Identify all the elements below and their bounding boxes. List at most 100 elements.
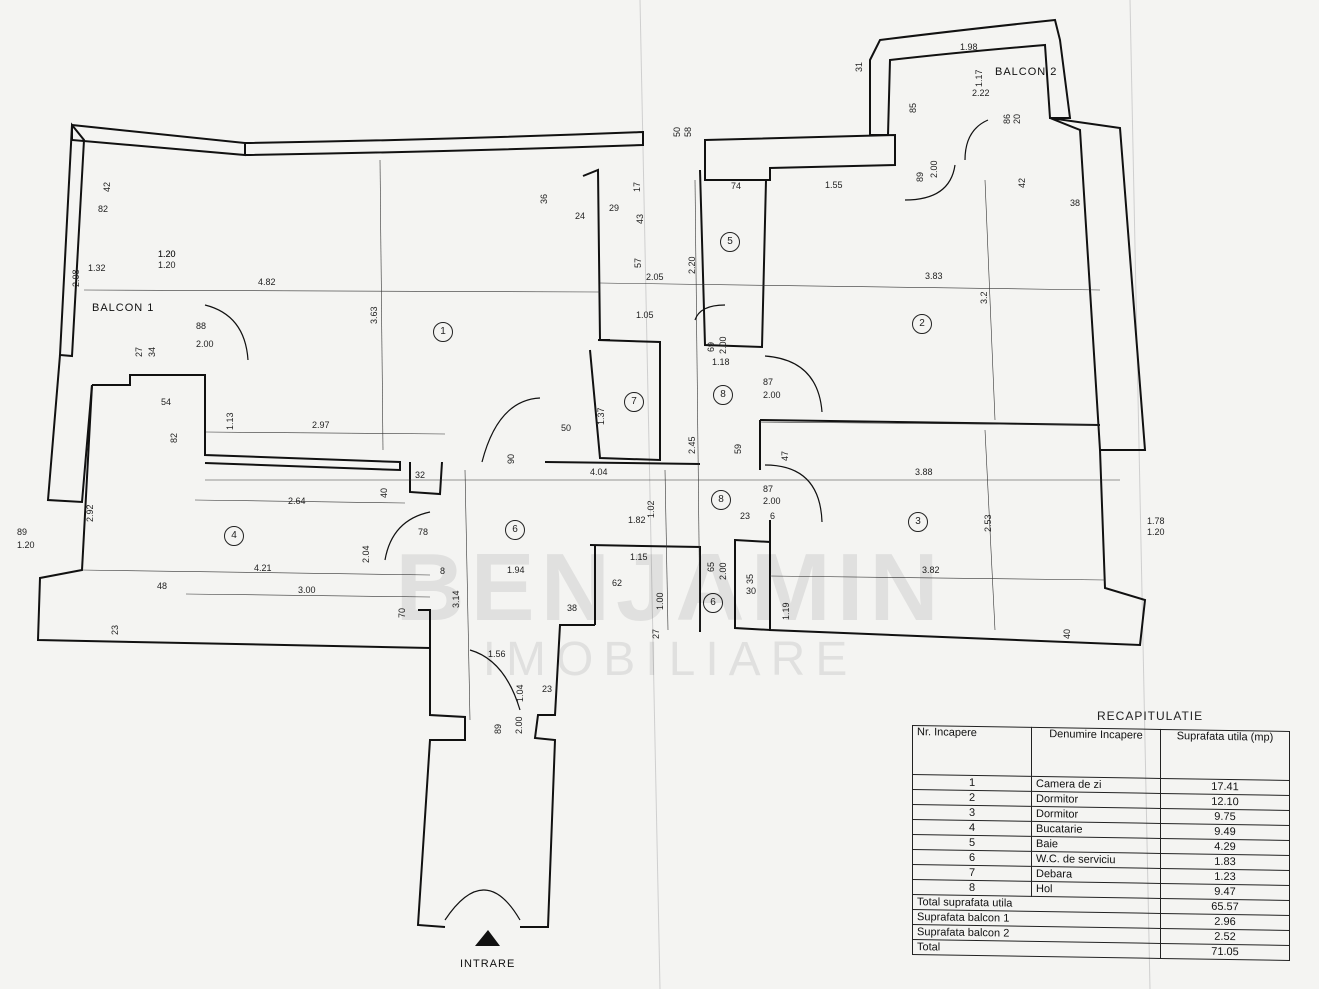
dimension-label: 1.19 bbox=[781, 602, 791, 620]
dimension-label: 3.82 bbox=[922, 565, 940, 575]
dimension-label: 1.20 bbox=[17, 540, 35, 550]
dimension-label: 89 bbox=[915, 171, 925, 182]
dimension-label: 1.18 bbox=[712, 357, 730, 367]
room-number-7: 7 bbox=[624, 392, 644, 412]
dimension-label: 20 bbox=[1012, 113, 1022, 124]
recap-total-area: 71.05 bbox=[1160, 943, 1290, 961]
dimension-label: 2.20 bbox=[687, 256, 697, 274]
dimension-lines bbox=[81, 159, 1120, 721]
dimension-label: 1.04 bbox=[515, 684, 525, 702]
dimension-label: 2.00 bbox=[514, 716, 524, 734]
dimension-label: 47 bbox=[780, 450, 790, 461]
dimension-label: 30 bbox=[746, 586, 757, 596]
room-number-8b: 8 bbox=[711, 490, 731, 510]
dimension-label: 89 bbox=[17, 527, 28, 537]
dimension-label: 2.04 bbox=[361, 545, 371, 563]
dimension-label: 86 bbox=[1002, 113, 1012, 124]
dimension-label: 2.00 bbox=[718, 562, 728, 580]
room-number-6: 6 bbox=[703, 593, 723, 613]
recap-header-nr: Nr. Incapere bbox=[912, 725, 1032, 777]
dimension-label: 38 bbox=[567, 603, 578, 613]
dimension-label: 2.53 bbox=[983, 514, 993, 532]
dimension-label: 3.14 bbox=[451, 590, 461, 608]
recap-header-area: Suprafata utila (mp) bbox=[1160, 729, 1290, 781]
dimension-label: 3.83 bbox=[925, 271, 943, 281]
dimension-label: 4.21 bbox=[254, 563, 272, 573]
dimension-label: 58 bbox=[683, 126, 693, 137]
dimension-label: 29 bbox=[609, 203, 620, 213]
dimension-label: 1.15 bbox=[630, 552, 648, 562]
room-number-3: 3 bbox=[908, 512, 928, 532]
dimension-label: 1.00 bbox=[655, 592, 665, 610]
dimension-label: 90 bbox=[506, 453, 516, 464]
room-number-4: 4 bbox=[224, 526, 244, 546]
recap-title: RECAPITULATIE bbox=[1097, 709, 1204, 723]
dimension-label: 2.00 bbox=[929, 160, 939, 178]
dimension-label: 2.92 bbox=[85, 504, 95, 522]
dimension-label: 54 bbox=[161, 397, 172, 407]
dimension-label: 1.13 bbox=[225, 412, 235, 430]
dimension-label: 2.00 bbox=[196, 339, 214, 349]
dimension-label: 3.00 bbox=[298, 585, 316, 595]
dimension-label: 4.82 bbox=[258, 277, 276, 287]
dimension-label: 50 bbox=[672, 126, 682, 137]
dimension-label: 1.98 bbox=[960, 42, 978, 52]
dimension-label: 2.45 bbox=[687, 436, 697, 454]
entrance-arrow-icon bbox=[475, 930, 500, 946]
dimension-label: 2.00 bbox=[763, 496, 781, 506]
dimension-label: 24 bbox=[575, 211, 586, 221]
dimension-label: 1.56 bbox=[488, 649, 506, 659]
dimension-label: 23 bbox=[740, 511, 751, 521]
dimension-label: 1.20 bbox=[158, 249, 176, 259]
dimension-label: 2.97 bbox=[312, 420, 330, 430]
dimension-label: 8 bbox=[440, 566, 446, 576]
room-number-8a: 8 bbox=[713, 385, 733, 405]
dimension-label: 57 bbox=[633, 257, 643, 268]
dimension-label: 3.63 bbox=[369, 306, 379, 324]
dimension-label: 78 bbox=[418, 527, 429, 537]
dimension-label: 87 bbox=[763, 377, 774, 387]
dimension-label: 42 bbox=[102, 181, 112, 192]
dimension-label: 40 bbox=[1062, 628, 1072, 639]
dimension-label: 1.55 bbox=[825, 180, 843, 190]
dimension-label: 2.22 bbox=[972, 88, 990, 98]
dimension-label: 42 bbox=[1017, 177, 1027, 188]
dimension-label: 62 bbox=[612, 578, 623, 588]
dimension-label: 1.20 bbox=[1147, 527, 1165, 537]
dimension-label: 43 bbox=[635, 213, 645, 224]
dimension-label: 2.00 bbox=[718, 336, 728, 354]
dimension-label: 35 bbox=[745, 573, 755, 584]
paper-fold-lines bbox=[639, 0, 1151, 989]
entrance-label: INTRARE bbox=[460, 958, 516, 970]
dimension-label: 3.2 bbox=[979, 291, 989, 304]
recap-table: Nr. Incapere Denumire Incapere Suprafata… bbox=[912, 725, 1290, 961]
balcony-1-label: BALCON 1 bbox=[92, 302, 155, 314]
dimension-label: 1.20 bbox=[158, 260, 176, 270]
dimension-label: 17 bbox=[632, 181, 642, 192]
recap-header-name: Denumire Incapere bbox=[1031, 727, 1161, 779]
dimension-label: 50 bbox=[561, 423, 572, 433]
dimension-label: 1.82 bbox=[628, 515, 646, 525]
dimension-label: 70 bbox=[397, 607, 407, 618]
dimension-label: 23 bbox=[110, 624, 120, 635]
dimension-label: 40 bbox=[379, 487, 389, 498]
dimension-label: 1.78 bbox=[1147, 516, 1165, 526]
dimension-label: 36 bbox=[539, 193, 549, 204]
dimension-label: 1.02 bbox=[646, 500, 656, 518]
dimension-label: 34 bbox=[147, 346, 157, 357]
dimension-label: 82 bbox=[169, 432, 179, 443]
dimension-label: 1.32 bbox=[88, 263, 106, 273]
dimension-label: 27 bbox=[651, 628, 661, 639]
dimension-label: 88 bbox=[196, 321, 207, 331]
dimension-label: 6 bbox=[770, 511, 776, 521]
dimension-label: 1.20 bbox=[158, 249, 176, 259]
dimension-label: 85 bbox=[908, 102, 918, 113]
dimension-label: 1.17 bbox=[974, 69, 984, 87]
dimension-label: 74 bbox=[731, 181, 742, 191]
dimension-label: 31 bbox=[854, 61, 864, 72]
dimension-label: 2.08 bbox=[71, 269, 81, 287]
dimension-label: 59 bbox=[733, 443, 743, 454]
